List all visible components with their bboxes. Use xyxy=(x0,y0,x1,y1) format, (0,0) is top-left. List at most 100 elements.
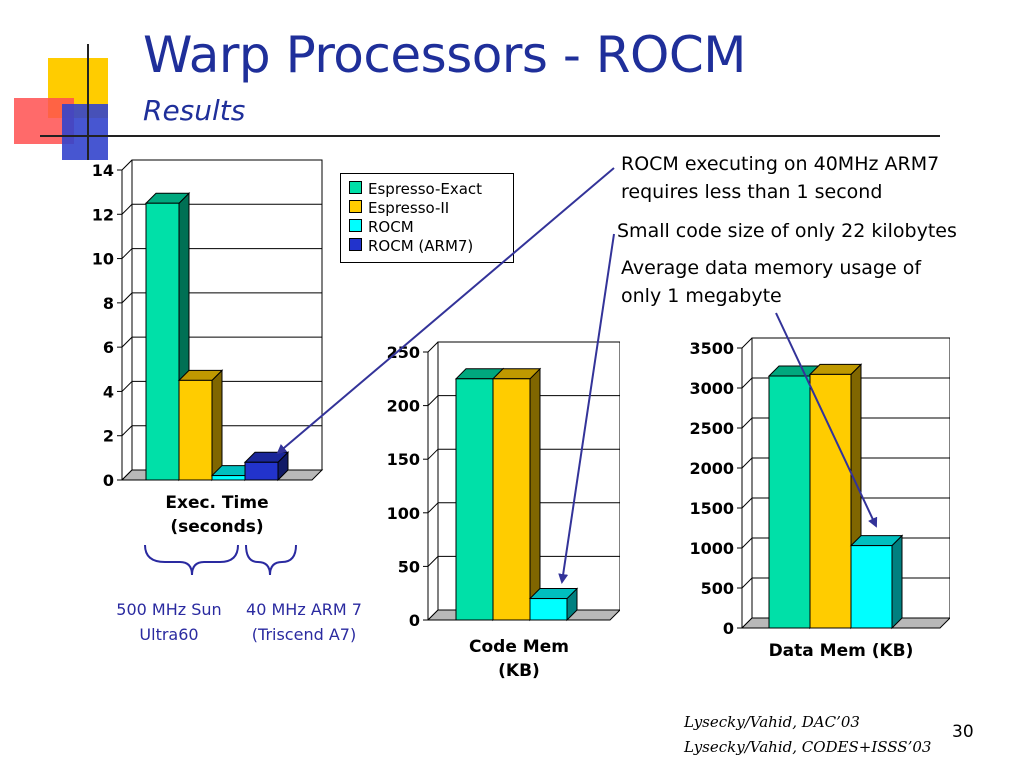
label-line: 500 MHz Sun xyxy=(116,600,222,619)
bar-side-rocm xyxy=(891,534,903,630)
y-tick-label: 200 xyxy=(387,397,420,416)
legend-swatch-espresso-ii xyxy=(349,200,362,213)
label-line: Ultra60 xyxy=(139,625,199,644)
y-tick-label: 1000 xyxy=(689,539,734,558)
bar-rocm xyxy=(529,598,568,621)
grid-diagonal xyxy=(121,425,133,437)
y-tick-label: 12 xyxy=(92,205,114,224)
grid-diagonal xyxy=(427,556,439,567)
legend-swatch-espresso-exact xyxy=(349,181,362,194)
grid-diagonal xyxy=(741,497,753,509)
legend-items: Espresso-Exact Espresso-II ROCM ROCM (AR… xyxy=(349,180,482,256)
y-tick-label: 1500 xyxy=(689,499,734,518)
page-subtitle: Results xyxy=(143,94,246,127)
legend-item: ROCM xyxy=(349,218,482,237)
bar-rocm xyxy=(850,545,893,629)
y-tick-label: 3500 xyxy=(689,339,734,358)
grid-diagonal xyxy=(741,377,753,389)
legend-item: ROCM (ARM7) xyxy=(349,237,482,256)
label-line: (Triscend A7) xyxy=(251,625,357,644)
x-axis-label: Code Mem xyxy=(469,637,569,657)
bar-rocm xyxy=(211,475,246,481)
deco-blue-square xyxy=(62,104,108,160)
grid-diagonal xyxy=(741,337,753,349)
y-tick-label: 100 xyxy=(387,504,420,523)
y-tick-label: 6 xyxy=(103,338,114,357)
grid-diagonal xyxy=(121,159,133,171)
bar-side-espresso-ii xyxy=(529,367,541,622)
grid-diagonal xyxy=(121,203,133,215)
page-number: 30 xyxy=(952,722,974,742)
legend-item: Espresso-II xyxy=(349,199,482,218)
annotation-line: ROCM executing on 40MHz ARM7 xyxy=(621,153,940,175)
brace-sun xyxy=(144,544,239,576)
annotation-line: Average data memory usage of xyxy=(621,257,922,279)
y-tick-label: 500 xyxy=(701,579,734,598)
citation: Lysecky/Vahid, DAC’03 Lysecky/Vahid, COD… xyxy=(684,710,931,760)
citation-line: Lysecky/Vahid, CODES+ISSS’03 xyxy=(684,738,932,756)
grid-diagonal xyxy=(121,381,133,392)
bar-side-espresso-ii xyxy=(211,369,223,482)
legend-label: Espresso-Exact xyxy=(368,180,483,198)
legend-label: ROCM xyxy=(368,218,414,236)
grid-diagonal xyxy=(121,248,133,259)
x-axis-label: (seconds) xyxy=(170,517,263,537)
label-sun-platform: 500 MHz Sun Ultra60 xyxy=(106,597,232,647)
y-tick-label: 0 xyxy=(103,471,114,490)
grid-diagonal xyxy=(741,457,753,469)
grid-diagonal xyxy=(741,417,753,429)
annotation-data-memory: Average data memory usage of only 1 mega… xyxy=(621,254,921,310)
grid-diagonal xyxy=(741,537,753,549)
bar-espresso-ii xyxy=(809,373,852,629)
legend-label: Espresso-II xyxy=(368,199,450,217)
x-axis-label: Data Mem (KB) xyxy=(769,641,914,661)
bar-espresso-exact xyxy=(768,375,811,629)
y-tick-label: 2500 xyxy=(689,419,734,438)
annotation-line: only 1 megabyte xyxy=(621,285,782,307)
y-tick-label: 250 xyxy=(387,343,420,362)
x-axis-label: Exec. Time xyxy=(165,493,268,513)
brace-arm xyxy=(245,544,297,576)
platform-braces xyxy=(144,544,297,576)
y-tick-label: 10 xyxy=(92,250,114,269)
x-axis-label: (KB) xyxy=(498,661,540,681)
bar-espresso-exact xyxy=(455,378,494,621)
y-tick-label: 2 xyxy=(103,427,114,446)
grid-diagonal xyxy=(741,577,753,589)
bar-rocm-arm7 xyxy=(244,461,279,481)
y-tick-label: 3000 xyxy=(689,379,734,398)
grid-diagonal xyxy=(427,395,439,406)
y-tick-label: 150 xyxy=(387,450,420,469)
grid-diagonal xyxy=(121,336,133,348)
y-tick-label: 0 xyxy=(409,611,420,630)
grid-diagonal xyxy=(121,292,133,304)
bar-espresso-ii xyxy=(178,379,213,481)
label-line: 40 MHz ARM 7 xyxy=(246,600,362,619)
y-tick-label: 2000 xyxy=(689,459,734,478)
y-tick-label: 50 xyxy=(398,557,420,576)
annotation-rocm-time: ROCM executing on 40MHz ARM7 requires le… xyxy=(621,150,939,206)
grid-diagonal xyxy=(427,502,439,514)
y-tick-label: 4 xyxy=(103,382,114,401)
bar-espresso-ii xyxy=(492,378,531,621)
citation-line: Lysecky/Vahid, DAC’03 xyxy=(684,713,860,731)
slide-decoration xyxy=(14,44,940,160)
page-title: Warp Processors - ROCM xyxy=(143,26,746,84)
grid-diagonal xyxy=(427,341,439,353)
y-tick-label: 0 xyxy=(723,619,734,638)
bar-espresso-exact xyxy=(145,202,180,481)
y-tick-label: 14 xyxy=(92,161,114,180)
legend-item: Espresso-Exact xyxy=(349,180,482,199)
chart-legend: Espresso-Exact Espresso-II ROCM ROCM (AR… xyxy=(340,173,514,263)
annotation-code-size: Small code size of only 22 kilobytes xyxy=(617,220,957,242)
y-tick-label: 8 xyxy=(103,294,114,313)
legend-swatch-rocm-arm7 xyxy=(349,238,362,251)
label-arm-platform: 40 MHz ARM 7 (Triscend A7) xyxy=(234,597,374,647)
legend-swatch-rocm xyxy=(349,219,362,232)
legend-label: ROCM (ARM7) xyxy=(368,237,474,255)
annotation-line: requires less than 1 second xyxy=(621,181,883,203)
grid-diagonal xyxy=(427,448,439,460)
